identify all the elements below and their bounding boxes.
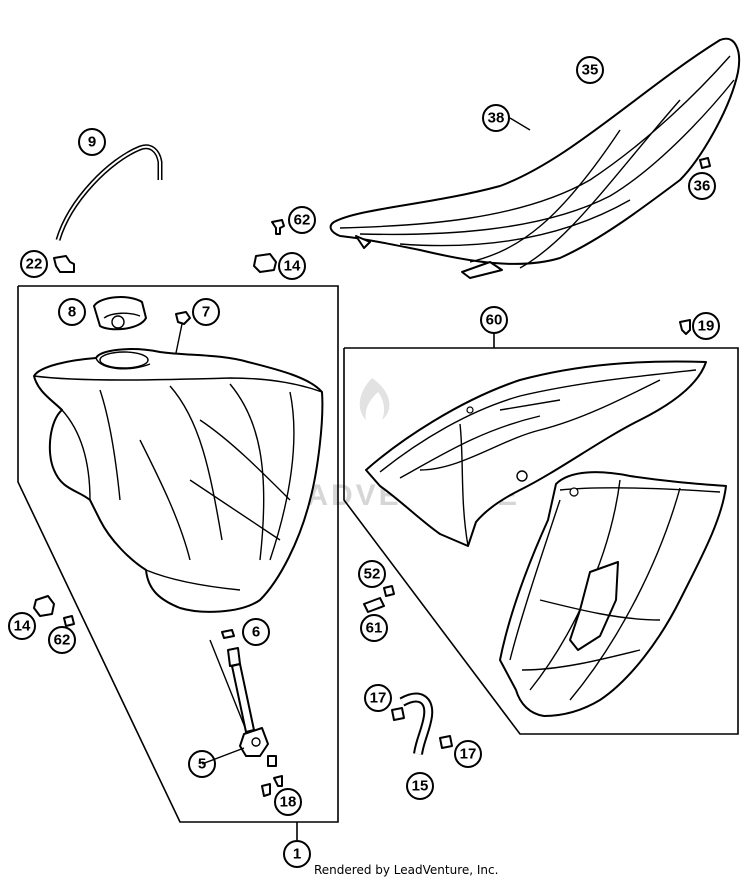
screw	[63, 615, 75, 627]
callout-62: 62	[48, 626, 76, 654]
screw	[363, 597, 385, 613]
leader-line	[509, 117, 531, 131]
washer	[383, 585, 395, 597]
callout-19: 19	[692, 312, 720, 340]
seat	[329, 37, 740, 279]
fuel-hose	[399, 692, 434, 755]
callout-22: 22	[20, 250, 48, 278]
hose-clamp	[391, 707, 405, 721]
hose-clamp	[439, 735, 453, 749]
callout-14: 14	[278, 252, 306, 280]
svg-text:35: 35	[582, 62, 599, 79]
rubber-bushing	[33, 595, 55, 617]
svg-text:15: 15	[412, 778, 429, 795]
fuel-tap	[209, 629, 283, 797]
fuel-tank-kit-frame	[17, 285, 339, 823]
callout-8: 8	[58, 298, 86, 326]
callout-52: 52	[358, 560, 386, 588]
svg-text:18: 18	[280, 794, 297, 811]
credit-text: Rendered by LeadVenture, Inc.	[314, 863, 498, 877]
svg-text:22: 22	[26, 256, 43, 273]
rubber-bushing	[253, 253, 277, 273]
screw	[679, 319, 691, 335]
hose-fitting	[53, 255, 75, 273]
breather-hose	[55, 144, 163, 241]
side-cover-kit-frame	[343, 347, 739, 735]
svg-text:9: 9	[88, 134, 96, 151]
svg-text:60: 60	[486, 312, 503, 329]
svg-text:52: 52	[364, 566, 381, 583]
fuel-tank-vent	[175, 311, 191, 325]
callout-62: 62	[288, 206, 316, 234]
bolt	[699, 157, 711, 169]
svg-text:14: 14	[14, 618, 31, 635]
right-side-cover	[499, 471, 727, 717]
svg-text:17: 17	[460, 746, 477, 763]
callout-61: 61	[360, 614, 388, 642]
svg-text:17: 17	[370, 690, 387, 707]
svg-text:1: 1	[293, 846, 301, 863]
callout-18: 18	[274, 788, 302, 816]
callout-6: 6	[242, 618, 270, 646]
callout-17: 17	[364, 684, 392, 712]
svg-text:61: 61	[366, 620, 383, 637]
svg-text:38: 38	[488, 110, 505, 127]
callout-38: 38	[482, 104, 510, 132]
screw	[271, 219, 285, 235]
callout-35: 35	[576, 56, 604, 84]
svg-text:6: 6	[252, 624, 260, 641]
callout-7: 7	[192, 298, 220, 326]
left-side-cover	[365, 360, 707, 547]
leader-line	[201, 747, 245, 765]
callout-17: 17	[454, 740, 482, 768]
callout-1: 1	[283, 840, 311, 868]
fuel-cap	[93, 296, 147, 331]
callout-36: 36	[688, 172, 716, 200]
callout-15: 15	[406, 772, 434, 800]
flame-logo	[359, 378, 390, 420]
svg-text:62: 62	[54, 632, 71, 649]
svg-text:19: 19	[698, 318, 715, 335]
svg-text:8: 8	[68, 304, 76, 321]
callout-14: 14	[8, 612, 36, 640]
fuel-tank	[33, 348, 324, 613]
callout-9: 9	[78, 128, 106, 156]
callout-60: 60	[480, 306, 508, 334]
svg-text:62: 62	[294, 212, 311, 229]
svg-text:14: 14	[284, 258, 301, 275]
svg-text:36: 36	[694, 178, 711, 195]
svg-text:7: 7	[202, 304, 210, 321]
